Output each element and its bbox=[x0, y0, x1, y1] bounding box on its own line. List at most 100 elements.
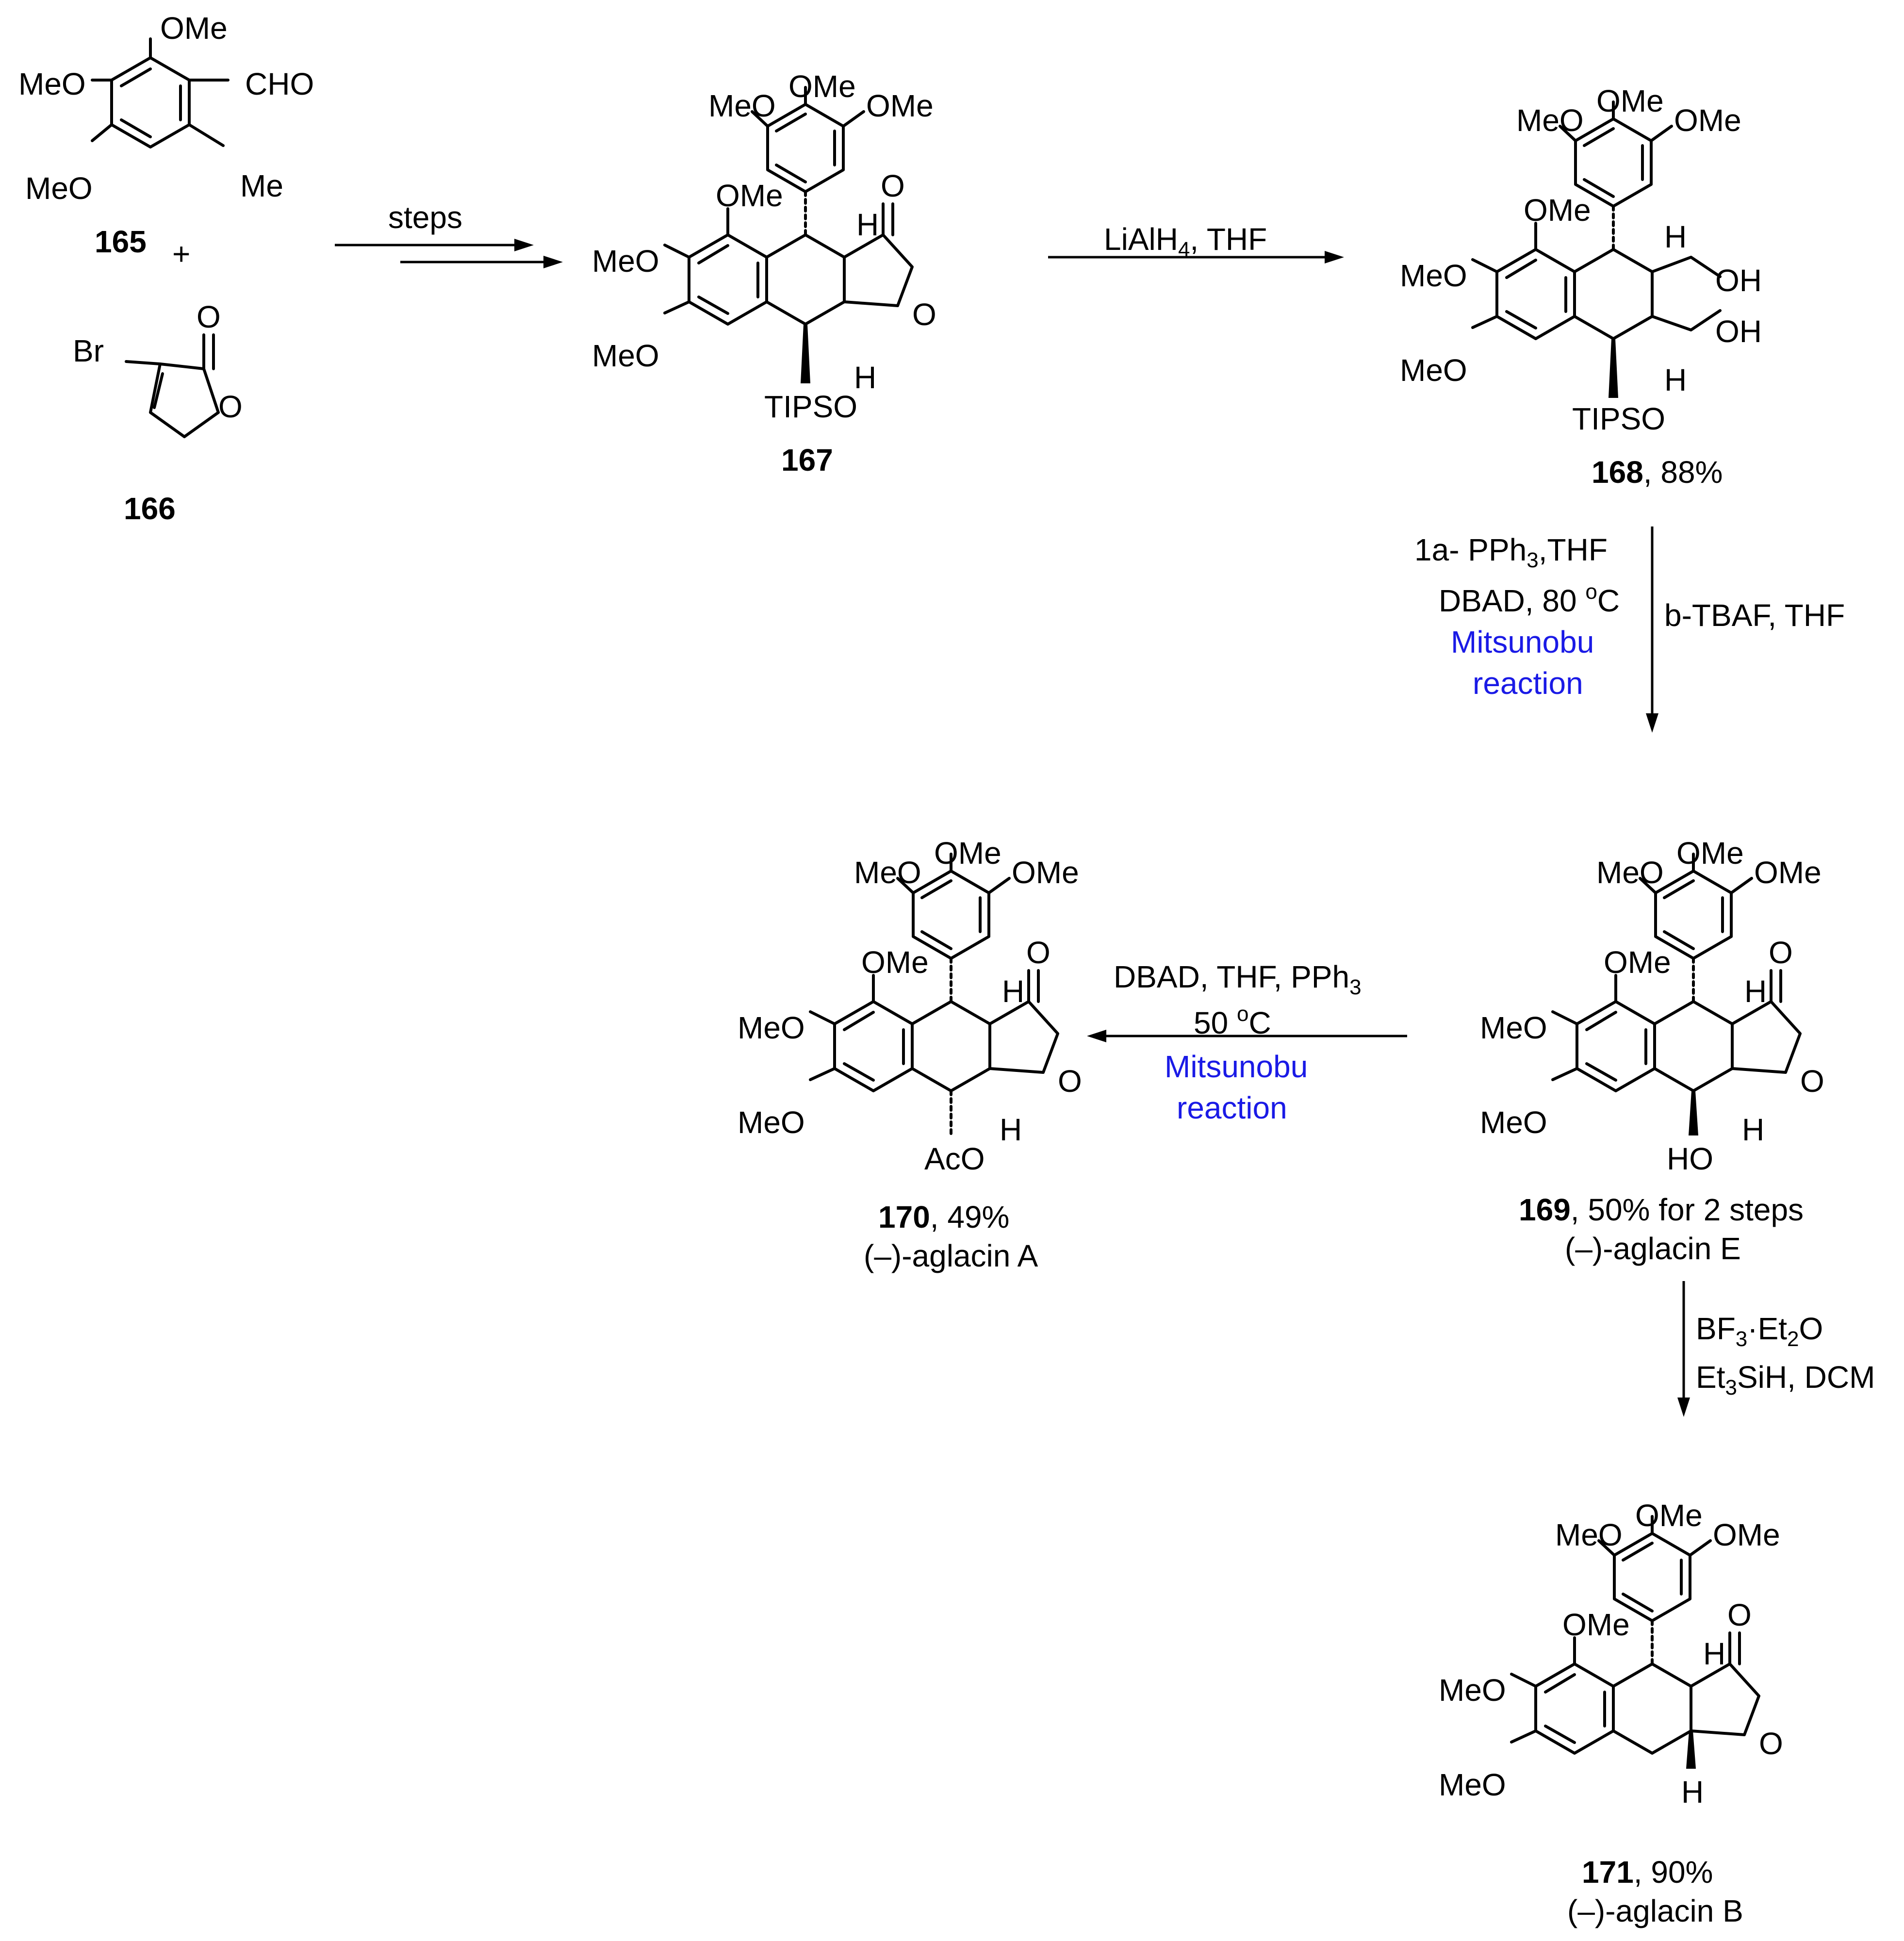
h-label: H bbox=[856, 207, 879, 242]
reaction-arrow-lialh4: LiAlH4, THF bbox=[1048, 222, 1344, 263]
ome-label: OMe bbox=[1674, 103, 1741, 138]
compound-number-166: 166 bbox=[124, 491, 176, 526]
compound-167: OMe MeO OMe OMe MeO MeO H H O O TIPSO 16… bbox=[592, 69, 936, 477]
named-reaction-label: Mitsunobu bbox=[1451, 625, 1594, 659]
compound-name-169: (–)-aglacin E bbox=[1565, 1231, 1741, 1266]
br-label: Br bbox=[73, 333, 104, 368]
ome-label: OMe bbox=[1676, 836, 1744, 871]
compound-number-165: 165 bbox=[95, 224, 147, 259]
meo-label: MeO bbox=[1400, 258, 1467, 293]
h-label: H bbox=[1681, 1775, 1704, 1809]
arrow-condition: 50 oC bbox=[1194, 1002, 1271, 1040]
h-label: H bbox=[1744, 974, 1767, 1009]
carbonyl-o-label: O bbox=[197, 299, 221, 334]
arrow-condition: LiAlH4, THF bbox=[1104, 222, 1267, 262]
named-reaction-label: reaction bbox=[1177, 1090, 1287, 1125]
compound-166: O Br O 166 bbox=[73, 299, 243, 526]
ring-o-label: O bbox=[1058, 1064, 1082, 1099]
h-label: H bbox=[1742, 1112, 1764, 1147]
meo-label: MeO bbox=[18, 66, 86, 101]
meo-label: MeO bbox=[1555, 1517, 1623, 1552]
ome-label: OMe bbox=[160, 11, 228, 46]
compound-number-167: 167 bbox=[781, 443, 833, 477]
h-label: H bbox=[1664, 362, 1687, 397]
ome-label: OMe bbox=[866, 88, 934, 123]
meo-label: MeO bbox=[1400, 353, 1467, 388]
benzene-ring bbox=[110, 56, 191, 148]
ho-label: HO bbox=[1667, 1141, 1713, 1176]
arrow-condition: Et3SiH, DCM bbox=[1696, 1360, 1875, 1399]
plus-sign: + bbox=[172, 236, 190, 271]
compound-171: OMe MeO OMe OMe MeO MeO H H O O 171, 90%… bbox=[1439, 1498, 1783, 1928]
ome-label: OMe bbox=[934, 836, 1001, 871]
compound-165: OMe MeO MeO CHO Me 165 + bbox=[18, 11, 314, 271]
arrow-condition: steps bbox=[388, 200, 462, 235]
tipso-label: TIPSO bbox=[764, 389, 857, 424]
ome-label: OMe bbox=[1596, 83, 1664, 118]
arrow-condition: DBAD, 80 oC bbox=[1439, 580, 1620, 618]
meo-label: MeO bbox=[592, 338, 659, 373]
oh-label: OH bbox=[1715, 314, 1762, 349]
ome-label: OMe bbox=[1562, 1607, 1630, 1642]
meo-label: MeO bbox=[738, 1010, 805, 1045]
meo-label: MeO bbox=[1480, 1010, 1547, 1045]
arrow-condition: DBAD, THF, PPh3 bbox=[1114, 959, 1362, 999]
h-label: H bbox=[1002, 974, 1024, 1009]
ring-o-label: O bbox=[218, 389, 243, 424]
ome-label: OMe bbox=[788, 69, 856, 104]
named-reaction-label: Mitsunobu bbox=[1165, 1049, 1308, 1084]
ome-label: OMe bbox=[716, 178, 783, 213]
meo-label: MeO bbox=[1439, 1673, 1506, 1708]
meo-label: MeO bbox=[708, 88, 776, 123]
compound-168: OMe MeO OMe OMe MeO MeO OH OH H H TIPSO … bbox=[1400, 83, 1762, 490]
compound-label-169: 169, 50% for 2 steps bbox=[1519, 1192, 1804, 1227]
ome-label: OMe bbox=[1604, 945, 1671, 980]
me-label: Me bbox=[240, 168, 283, 203]
ome-label: OMe bbox=[1635, 1498, 1703, 1533]
compound-name-170: (–)-aglacin A bbox=[864, 1238, 1038, 1273]
arrow-condition: 1a- PPh3,THF bbox=[1414, 532, 1608, 572]
aco-label: AcO bbox=[924, 1141, 985, 1176]
tipso-label: TIPSO bbox=[1572, 401, 1665, 436]
ome-label: OMe bbox=[1754, 855, 1822, 890]
meo-label: MeO bbox=[854, 855, 921, 890]
reaction-arrow-steps: steps bbox=[335, 200, 563, 268]
meo-label: MeO bbox=[1480, 1105, 1547, 1140]
reaction-arrow-mitsunobu-tbaf: 1a- PPh3,THF DBAD, 80 oC b-TBAF, THF Mit… bbox=[1414, 526, 1845, 733]
meo-label: MeO bbox=[738, 1105, 805, 1140]
carbonyl-o-label: O bbox=[881, 168, 905, 203]
ring-o-label: O bbox=[912, 297, 936, 332]
cho-label: CHO bbox=[245, 66, 314, 101]
arrow-condition: BF3·Et2O bbox=[1696, 1311, 1823, 1351]
carbonyl-o-label: O bbox=[1026, 935, 1050, 970]
compound-label-171: 171, 90% bbox=[1582, 1855, 1713, 1890]
ring-o-label: O bbox=[1759, 1726, 1783, 1761]
ome-label: OMe bbox=[1012, 855, 1079, 890]
ome-label: OMe bbox=[861, 945, 929, 980]
ome-label: OMe bbox=[1713, 1517, 1780, 1552]
meo-label: MeO bbox=[25, 171, 93, 206]
carbonyl-o-label: O bbox=[1727, 1597, 1752, 1632]
ring-o-label: O bbox=[1800, 1064, 1824, 1099]
compound-name-171: (–)-aglacin B bbox=[1567, 1893, 1743, 1928]
ome-label: OMe bbox=[1524, 193, 1591, 228]
compound-169: OMe MeO OMe OMe MeO MeO H H O O HO 169, … bbox=[1480, 836, 1824, 1266]
oh-label: OH bbox=[1715, 263, 1762, 298]
h-label: H bbox=[854, 360, 876, 395]
meo-label: MeO bbox=[1439, 1767, 1506, 1802]
meo-label: MeO bbox=[592, 244, 659, 279]
named-reaction-label: reaction bbox=[1473, 666, 1583, 701]
arrow-condition-side: b-TBAF, THF bbox=[1664, 598, 1845, 633]
h-label: H bbox=[1000, 1112, 1022, 1147]
meo-label: MeO bbox=[1516, 103, 1584, 138]
h-label: H bbox=[1664, 219, 1687, 254]
reaction-arrow-mitsunobu: DBAD, THF, PPh3 50 oC Mitsunobu reaction bbox=[1087, 959, 1407, 1125]
reaction-arrow-bf3: BF3·Et2O Et3SiH, DCM bbox=[1677, 1281, 1875, 1417]
compound-label-168: 168, 88% bbox=[1592, 455, 1723, 490]
compound-label-170: 170, 49% bbox=[878, 1200, 1009, 1234]
meo-label: MeO bbox=[1596, 855, 1664, 890]
h-label: H bbox=[1703, 1636, 1725, 1671]
carbonyl-o-label: O bbox=[1769, 935, 1793, 970]
compound-170: OMe MeO OMe OMe MeO MeO H H O O AcO 170,… bbox=[738, 836, 1082, 1273]
